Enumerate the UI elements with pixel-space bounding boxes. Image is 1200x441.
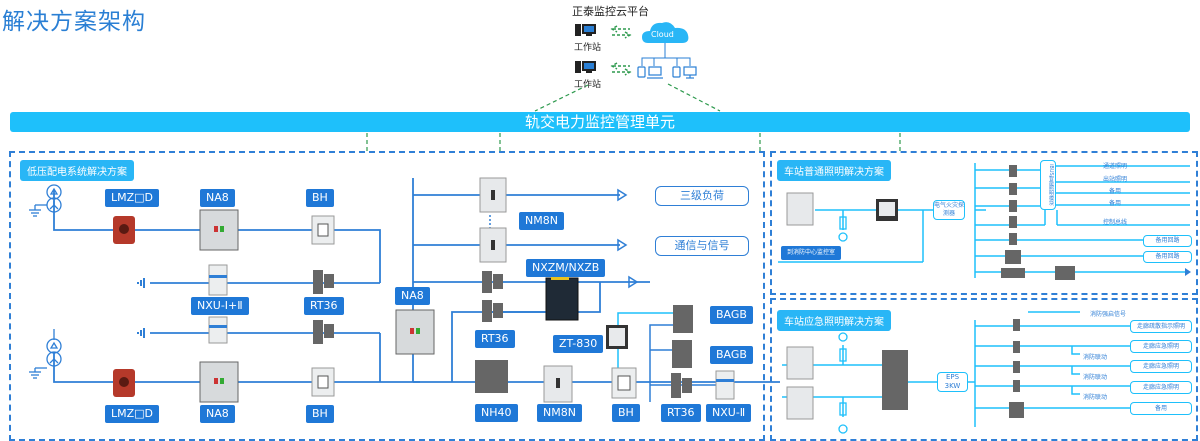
emergency-output-box: 走廊应急照明: [1130, 360, 1192, 373]
linkage-label: 消防联动: [1083, 354, 1108, 361]
switch-nh40: [475, 360, 508, 393]
normal-lighting-panel: [770, 151, 1198, 295]
page-title: 解决方案架构: [2, 9, 146, 35]
eps-box: EPS 3KW: [937, 372, 968, 392]
bagb-1: [673, 305, 693, 333]
ground-icon: [29, 204, 47, 217]
label-rt36-mid: RT36: [475, 330, 515, 348]
output-box-communication: 通信与信号: [655, 236, 749, 256]
breaker-nm8n: [786, 386, 814, 420]
label-bh-mid: BH: [612, 404, 640, 422]
relay-modules: [1009, 319, 1024, 418]
breaker-nm8n: [786, 346, 814, 380]
normal-lighting-panel-tag: 车站普通照明解决方案: [777, 160, 891, 181]
label-nh40: NH40: [475, 404, 518, 422]
linkage-label: 消防联动: [1083, 374, 1108, 381]
ibus-lighting-module: iBUS智能照明模块: [1040, 160, 1056, 210]
device-icons: [637, 66, 697, 79]
circuit-label: 出站照明: [1103, 176, 1128, 183]
label-rt36-bottom: RT36: [661, 404, 701, 422]
emergency-output-box: 走廊应急照明: [1130, 381, 1192, 394]
label-na8-bottom: NA8: [200, 405, 235, 423]
electrical-fire-detector: 电气火灾探测器: [933, 200, 965, 220]
breaker-nm8n: [479, 177, 573, 403]
spare-circuit-box: 备用回路: [1143, 235, 1192, 247]
workstation-icon: [575, 24, 596, 36]
fuse-icon: [838, 216, 848, 242]
low-voltage-panel: [9, 151, 765, 441]
controller-nxzm: [545, 277, 579, 321]
circuit-label: 备用: [1109, 200, 1122, 207]
workstation-label: 工作站: [574, 80, 602, 90]
relay-modules: [1001, 165, 1075, 280]
emergency-output-box: 走廊应急照明: [1130, 340, 1192, 353]
ground-icon: [29, 367, 47, 379]
label-bagb-1: BAGB: [710, 306, 753, 324]
label-bh-top: BH: [306, 189, 334, 207]
fire-signal-label: 消防强启信号: [1090, 311, 1127, 318]
cloud-platform-title: 正泰监控云平台: [572, 5, 649, 18]
eps-cabinet: [882, 350, 908, 410]
circuit-label: 通道照明: [1103, 163, 1128, 170]
workstation-icon: [575, 61, 596, 73]
output-box-tertiary-load: 三级负荷: [655, 186, 749, 206]
label-na8-top: NA8: [200, 189, 235, 207]
workstation-label: 工作站: [574, 43, 602, 53]
cloud-icon: [641, 22, 691, 66]
fuse-icon: [838, 332, 848, 434]
emergency-lighting-panel: [770, 298, 1198, 441]
bagb-2: [672, 340, 692, 368]
label-rt36-top: RT36: [304, 297, 344, 315]
label-zt830: ZT-830: [553, 335, 604, 353]
breaker-nm8n: [786, 192, 814, 226]
circuit-label: 控制总线: [1103, 219, 1128, 226]
emergency-output-box: 走廊疏散指示照明: [1130, 320, 1192, 333]
emergency-output-box: 备用: [1130, 402, 1192, 415]
breaker-na8: [199, 209, 435, 403]
spare-circuit-box: 备用回路: [1143, 251, 1192, 263]
surge-protector-nxu: [208, 264, 735, 400]
label-nm8n-top: NM8N: [519, 212, 564, 230]
label-lmz-bottom: LMZ□D: [105, 405, 160, 423]
current-transformer-lmz: [113, 216, 135, 397]
circuit-label: 备用: [1109, 188, 1122, 195]
fire-center-label: 到消防中心监控室: [781, 246, 842, 260]
label-nxzm: NXZM/NXZB: [526, 259, 606, 277]
current-transformer-bh: [311, 215, 637, 399]
ground-icon: [137, 278, 145, 338]
meter-zt830: [606, 325, 628, 349]
linkage-label: 消防联动: [1083, 394, 1108, 401]
management-unit-bar[interactable]: 轨交电力监控管理单元: [10, 112, 1190, 132]
fuse-rt36: [313, 270, 692, 398]
label-nxu-top: NXU-Ⅰ+Ⅱ: [191, 297, 249, 315]
output-arrow-icon: [617, 188, 639, 289]
emergency-lighting-panel-tag: 车站应急照明解决方案: [777, 310, 891, 331]
label-nxu-bottom: NXU-Ⅱ: [706, 404, 752, 422]
label-lmz-top: LMZ□D: [105, 189, 160, 207]
label-bh-bottom: BH: [306, 405, 334, 423]
cloud-label: Cloud: [651, 30, 674, 39]
transformer-icon: [46, 329, 62, 367]
label-nm8n-bottom: NM8N: [537, 404, 582, 422]
label-na8-mid: NA8: [395, 287, 430, 305]
low-voltage-panel-tag: 低压配电系统解决方案: [20, 160, 134, 181]
sync-arrows-icon: [610, 25, 632, 76]
label-bagb-2: BAGB: [710, 346, 753, 364]
